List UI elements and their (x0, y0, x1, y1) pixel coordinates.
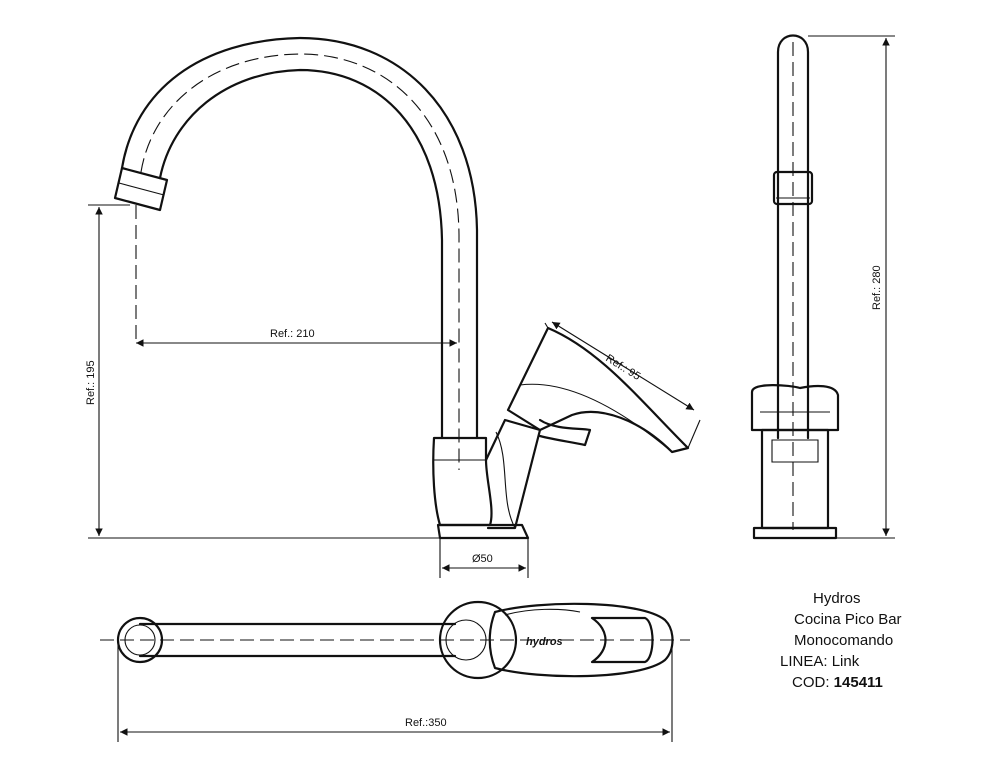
product-info: Hydros Cocina Pico Bar Monocomando LINEA… (780, 588, 980, 693)
spout-outer (120, 36, 479, 440)
dim-total-height: Ref.: 280 (871, 265, 883, 310)
dim-spout-height: Ref.: 195 (85, 360, 97, 405)
side-base (752, 526, 838, 540)
info-line-label: LINEA: (780, 653, 828, 670)
dim-spout-reach: Ref.: 210 (270, 328, 315, 340)
info-line-value: Link (831, 653, 860, 670)
info-product: Cocina Pico Bar (794, 611, 902, 628)
dim-total-length: Ref.:350 (405, 717, 447, 729)
top-lever (488, 602, 674, 678)
side-view: Ref.: 280 (750, 34, 895, 540)
spout-centerline (140, 53, 460, 470)
logo-text: hydros (526, 636, 563, 648)
info-line: LINEA: Link (780, 651, 980, 672)
info-type: Monocomando (794, 632, 894, 649)
aerator (113, 166, 169, 212)
front-view: Ref.: 210 Ref.: 195 Ref.: 95 Ø50 (85, 36, 701, 578)
spout-inner (158, 68, 444, 440)
info-code-label: COD: (792, 674, 830, 691)
top-view: hydros Ref.:350 (100, 600, 690, 742)
side-spout (776, 34, 810, 440)
top-spout (138, 622, 457, 658)
faucet-body (432, 436, 493, 527)
info-code-value: 145411 (833, 674, 883, 691)
dim-base-diameter: Ø50 (472, 553, 493, 565)
side-aerator (772, 170, 814, 206)
info-brand: Hydros (813, 590, 861, 607)
info-code: COD: 145411 (780, 672, 980, 693)
